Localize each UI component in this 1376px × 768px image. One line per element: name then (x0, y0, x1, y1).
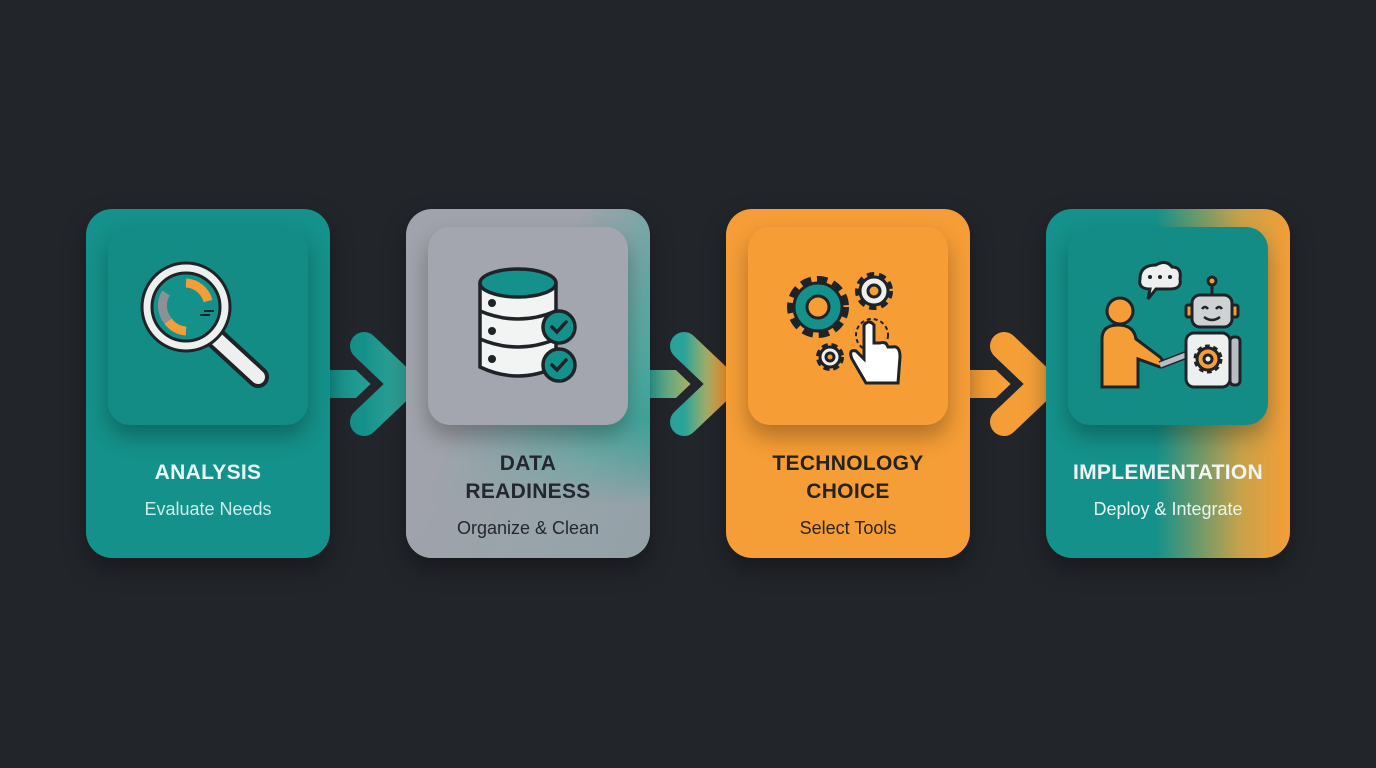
database-check-icon (478, 267, 577, 383)
arrow-right-icon (648, 323, 747, 445)
step-card-technology-choice: TECHNOLOGY CHOICE Select Tools (726, 209, 970, 558)
step-title-line: READINESS (465, 480, 591, 503)
step-title: ANALYSIS (154, 461, 262, 484)
step-title: TECHNOLOGY CHOICE (726, 450, 970, 506)
gears-hand-icon (787, 272, 902, 385)
human-robot-handshake-icon (1100, 260, 1242, 389)
step-subtitle: Select Tools (799, 518, 897, 538)
icon-tile (108, 227, 308, 425)
step-title-line: CHOICE (806, 480, 890, 503)
icon-tile (748, 227, 948, 425)
step-card-data-readiness: DATA READINESS Organize & Clean (406, 209, 650, 558)
step-card-analysis: ANALYSIS Evaluate Needs (86, 209, 330, 558)
step-title-line: TECHNOLOGY (772, 452, 924, 475)
step-title: IMPLEMENTATION (1072, 461, 1264, 484)
step-title-line: DATA (499, 452, 557, 475)
step-title: DATA READINESS (406, 450, 650, 506)
step-subtitle: Evaluate Needs (144, 499, 272, 519)
step-subtitle: Deploy & Integrate (1093, 499, 1243, 519)
arrow-right-icon (968, 323, 1067, 445)
step-subtitle: Organize & Clean (456, 518, 600, 538)
arrow-right-icon (328, 323, 427, 445)
magnifier-chart-icon (140, 261, 269, 388)
icon-tile (428, 227, 628, 425)
icon-tile (1068, 227, 1268, 425)
step-card-implementation: IMPLEMENTATION Deploy & Integrate (1046, 209, 1290, 558)
